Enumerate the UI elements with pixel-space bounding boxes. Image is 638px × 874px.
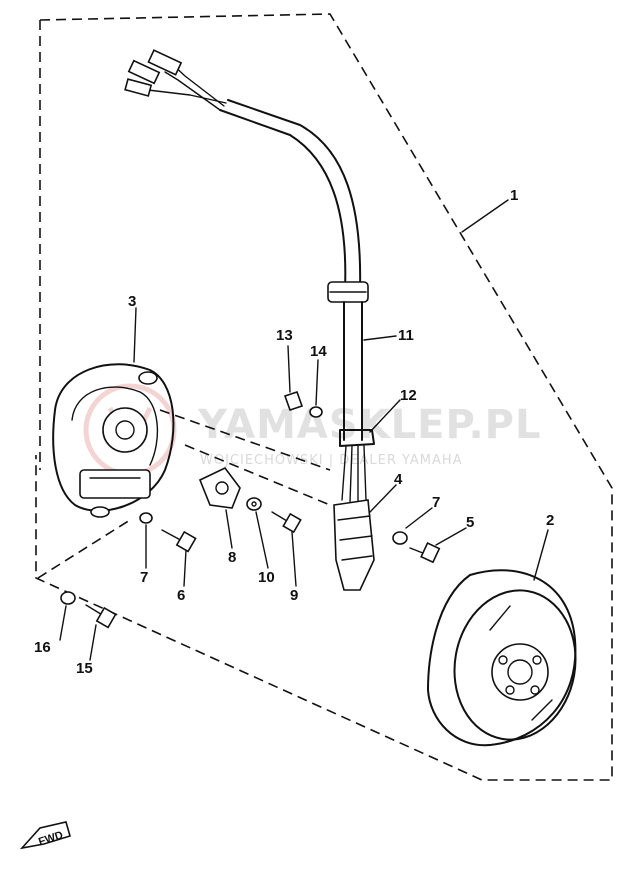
assembly-axis	[159, 409, 331, 506]
screw-5-icon	[409, 542, 441, 564]
washer-16-icon	[60, 591, 76, 605]
watermark-title: YAMASKLEP.PL	[197, 402, 541, 448]
callout-6: 6	[177, 587, 185, 604]
callout-3: 3	[128, 293, 136, 310]
callout-4: 4	[394, 471, 403, 488]
callout-2: 2	[546, 512, 554, 529]
wire-harness	[124, 49, 375, 503]
screw-13-icon	[283, 390, 304, 412]
callout-15: 15	[76, 660, 93, 677]
pickup-coil	[198, 466, 241, 509]
rectifier-regulator	[333, 499, 375, 591]
callout-10: 10	[258, 569, 275, 586]
screw-6-icon	[161, 529, 197, 553]
assembly-boundary	[35, 13, 613, 781]
callout-13: 13	[276, 327, 293, 344]
stator-assembly	[52, 363, 175, 518]
callout-7-right: 7	[432, 494, 440, 511]
callout-5: 5	[466, 514, 474, 531]
sub-boundary	[37, 519, 131, 579]
watermark-subtitle: WOJCIECHOWSKI | DEALER YAMAHA	[200, 453, 463, 468]
callout-9: 9	[290, 587, 298, 604]
flywheel-rotor	[427, 569, 577, 747]
washer-14-icon	[309, 406, 323, 418]
callout-11: 11	[398, 327, 414, 344]
callout-1: 1	[510, 187, 518, 204]
washer-7-right-icon	[392, 531, 408, 545]
callout-8: 8	[228, 549, 236, 566]
callout-12: 12	[400, 387, 417, 404]
callout-14: 14	[310, 343, 327, 360]
leader-lines	[59, 199, 549, 661]
fwd-arrow-icon: FWD	[19, 821, 71, 850]
washer-7-left-icon	[139, 512, 153, 524]
screw-15-icon	[85, 604, 117, 629]
callout-7-left: 7	[140, 569, 148, 586]
screw-9-icon	[271, 511, 302, 534]
callout-16: 16	[34, 639, 51, 656]
washer-10-icon	[246, 497, 262, 511]
